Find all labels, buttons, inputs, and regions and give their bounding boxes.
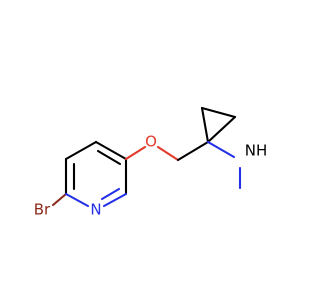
bond-c-br (51, 192, 68, 207)
bond-ring-3-double (96, 149, 122, 166)
structure-canvas: Br N O NH (34, 106, 268, 219)
bond-ring-5 (102, 192, 128, 208)
bond-cq-n (206, 140, 236, 159)
bond-cp-2 (200, 106, 237, 119)
amine-nh-label: NH (245, 142, 268, 160)
bond-cp-1 (200, 106, 210, 144)
pyridine-nitrogen-label: N (90, 201, 101, 219)
ether-oxygen-label: O (145, 133, 157, 151)
bond-o-ch2 (156, 145, 180, 162)
bond-c-o (124, 145, 147, 161)
bond-ring-3 (94, 140, 128, 161)
bond-ring-6 (64, 192, 90, 208)
bromine-label: Br (34, 201, 51, 219)
bond-ch2-cq (176, 140, 210, 162)
bond-ring-5-double (100, 187, 121, 201)
molecule-diagram: Br N O NH (34, 106, 268, 219)
bond-cp-3 (206, 115, 237, 144)
bond-ring-2 (64, 140, 98, 161)
